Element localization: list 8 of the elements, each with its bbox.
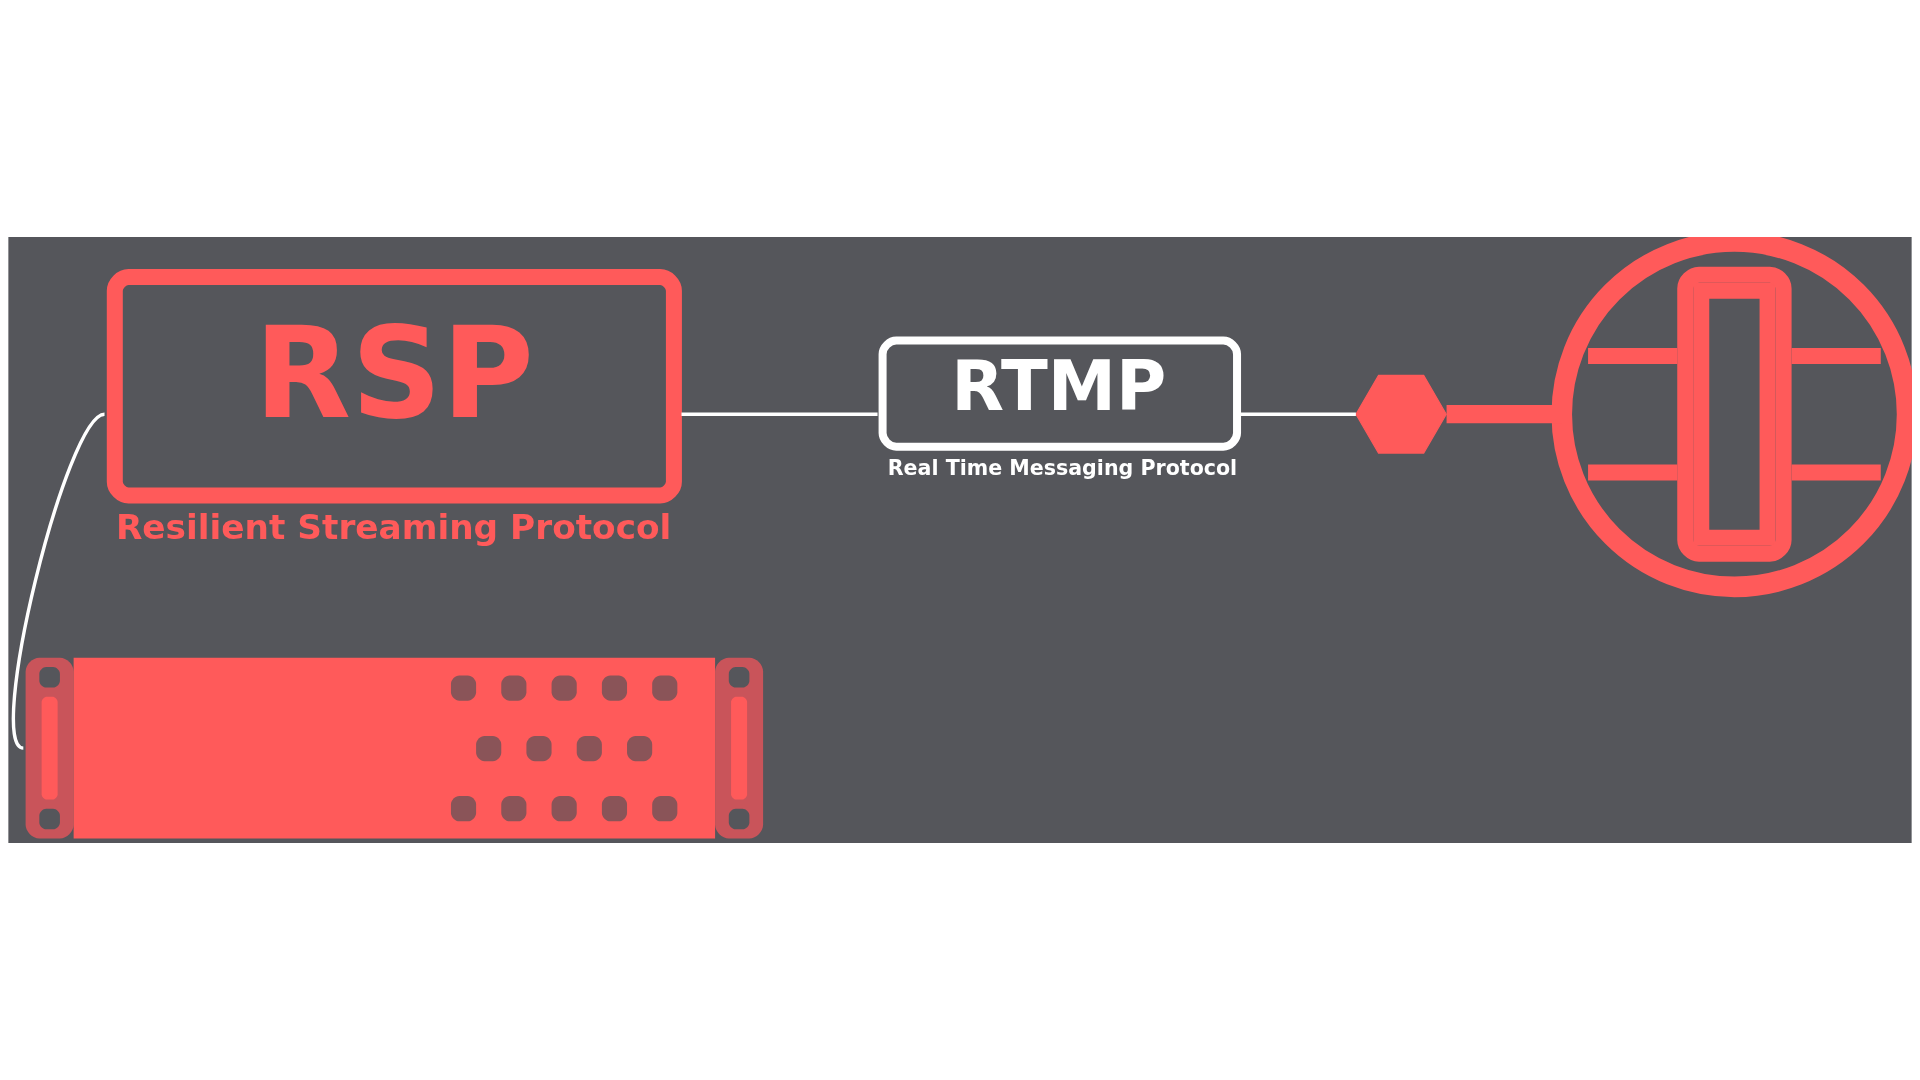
node-box: RSP [106, 269, 682, 504]
node-label: Real Time Messaging Protocol [887, 456, 1238, 481]
node-hexagon [1355, 374, 1447, 454]
node-picture [1551, 237, 1912, 598]
connector [681, 412, 878, 416]
node-box: RTMP [878, 336, 1242, 451]
node-label: Resilient Streaming Protocol [115, 506, 672, 547]
connector [1240, 412, 1356, 416]
